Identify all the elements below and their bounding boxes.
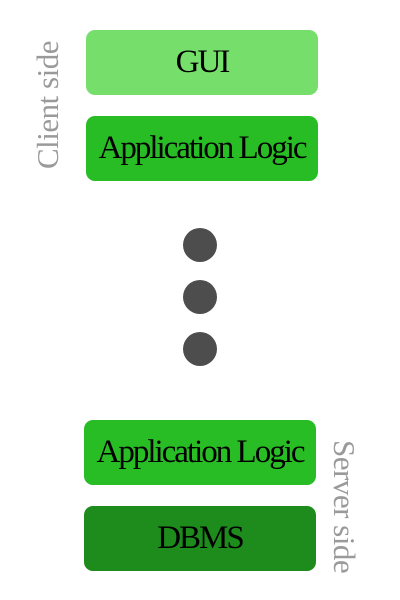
server-dbms-box: DBMS xyxy=(84,506,316,571)
ellipsis-dot xyxy=(183,280,217,314)
client-gui-box: GUI xyxy=(86,30,318,95)
ellipsis-dot xyxy=(183,332,217,366)
client-side-label: Client side xyxy=(30,41,65,169)
client-application-logic-label: Application Logic xyxy=(98,130,307,166)
ellipsis-dot xyxy=(183,228,217,262)
client-gui-label: GUI xyxy=(175,44,231,80)
client-application-logic-box: Application Logic xyxy=(86,116,318,181)
server-application-logic-label: Application Logic xyxy=(96,434,305,470)
server-side-label: Server side xyxy=(327,440,362,574)
server-application-logic-box: Application Logic xyxy=(84,420,316,485)
server-dbms-label: DBMS xyxy=(157,520,245,556)
